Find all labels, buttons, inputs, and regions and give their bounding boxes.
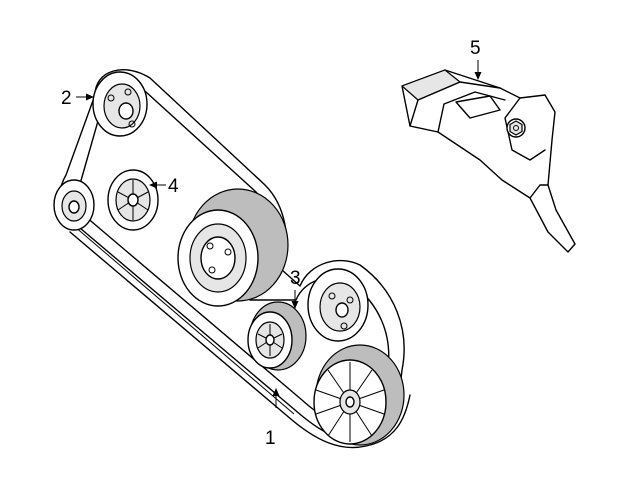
idler-pulley-left xyxy=(53,179,95,231)
callout-2: 2 xyxy=(61,88,72,109)
idler-pulley-middle xyxy=(107,169,159,231)
tensioner-pulley xyxy=(247,301,307,371)
callout-4: 4 xyxy=(168,176,179,197)
crankshaft-pulley xyxy=(177,188,289,307)
callout-1: 1 xyxy=(265,428,276,449)
leader-arrows xyxy=(76,60,482,408)
tensioner-bracket xyxy=(401,69,576,253)
alternator-pulley xyxy=(307,268,369,342)
idler-pulley-top xyxy=(92,71,148,137)
lower-pulley xyxy=(313,344,405,446)
callout-5: 5 xyxy=(470,38,481,59)
callout-3: 3 xyxy=(290,268,301,289)
